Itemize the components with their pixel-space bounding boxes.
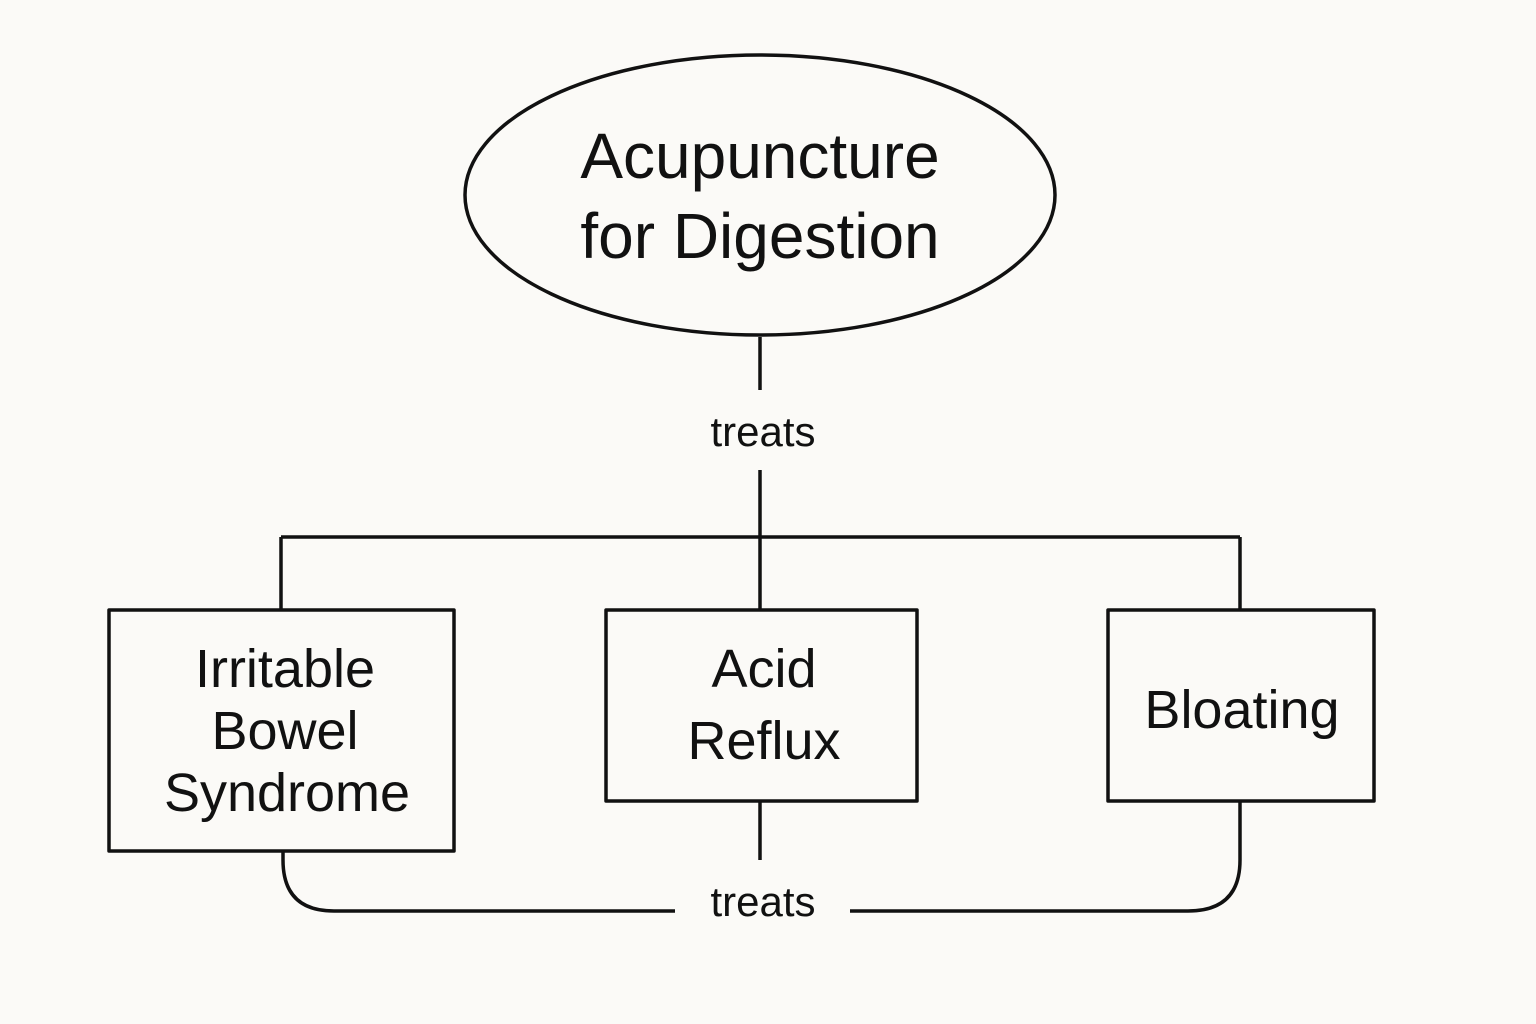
node-ibs-label-line1: Irritable	[195, 639, 375, 699]
edge-label-top: treats	[710, 408, 815, 455]
node-acid-reflux-label-line1: Acid	[711, 639, 816, 699]
node-ibs-label-line3: Syndrome	[164, 763, 410, 823]
root-node-label-line1: Acupuncture	[580, 120, 939, 192]
root-node-shape	[463, 53, 1057, 337]
node-acid-reflux-label-line2: Reflux	[687, 711, 840, 771]
bottom-connector-right	[850, 801, 1242, 913]
edge-label-bottom: treats	[710, 878, 815, 925]
node-ibs-label-line2: Bowel	[211, 701, 358, 761]
root-node-label-line2: for Digestion	[580, 200, 939, 272]
bottom-connector-left	[281, 851, 675, 913]
node-bloating-label: Bloating	[1144, 680, 1339, 740]
